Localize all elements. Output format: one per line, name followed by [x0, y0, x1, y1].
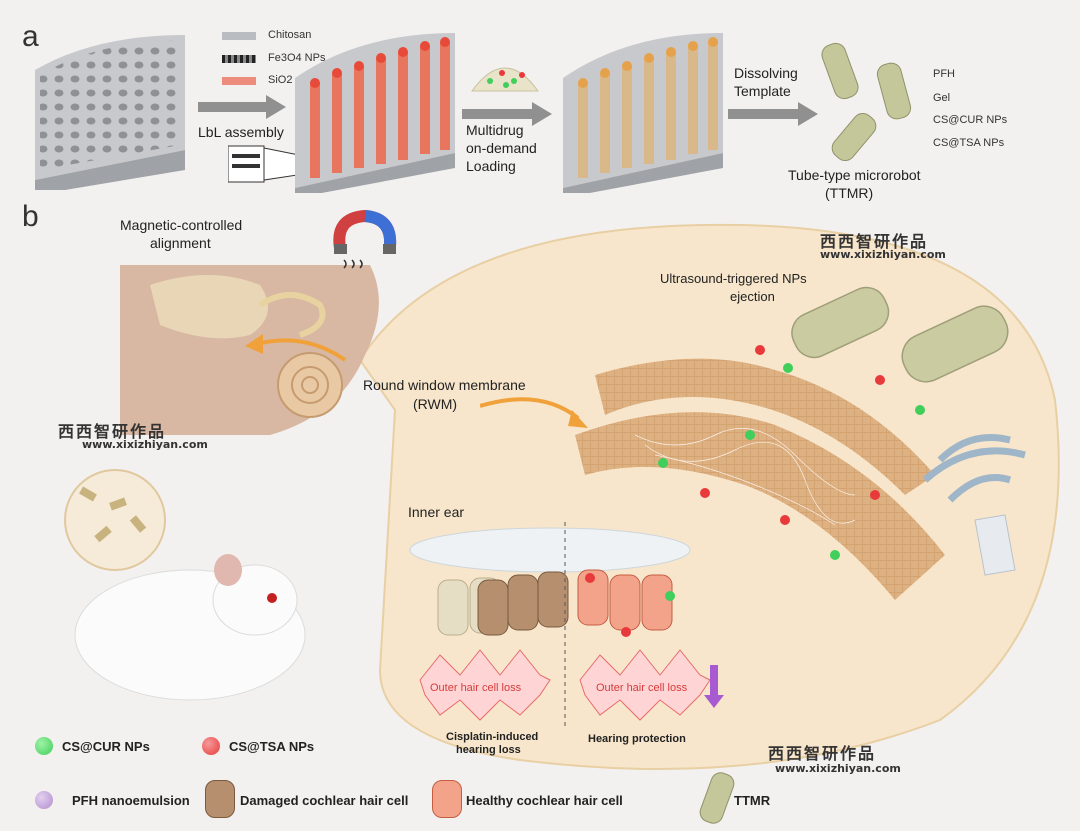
coated-pillar-block [290, 28, 460, 193]
magnetic-line-2: alignment [150, 235, 211, 251]
rwm-line-2: (RWM) [413, 396, 457, 412]
watermark-2-url: www.xixizhiyan.com [82, 438, 208, 451]
legend-healthy: Healthy cochlear hair cell [466, 793, 623, 808]
magnetic-line-1: Magnetic-controlled [120, 217, 242, 233]
cs-cur-label: CS@CUR NPs [933, 114, 1007, 126]
inner-ear-label: Inner ear [408, 504, 464, 520]
rwm-arrow-icon [480, 388, 590, 433]
watermark-3-url: www.xixizhiyan.com [775, 762, 901, 775]
fe3o4-swatch [222, 55, 256, 63]
loading-line-2: on-demand [466, 140, 537, 156]
arrow-1-icon [198, 95, 288, 119]
pfh-dot-icon [35, 791, 53, 809]
gel-label: Gel [933, 92, 950, 104]
ttmr-tubes [820, 35, 930, 165]
legend-cs-cur: CS@CUR NPs [62, 739, 150, 754]
legend-ttmr: TTMR [734, 793, 770, 808]
loss-label-right: Outer hair cell loss [596, 682, 687, 694]
guinea-pig-illustration [40, 460, 310, 710]
ear-arrow-icon [245, 330, 355, 375]
porous-template [35, 30, 195, 190]
hair-cells [400, 520, 740, 730]
dissolving-line-1: Dissolving [734, 65, 798, 81]
sio2-swatch [222, 77, 256, 85]
ttmr-caption-2: (TTMR) [825, 185, 873, 201]
sio2-label: SiO2 [268, 74, 292, 86]
ttmr-caption-1: Tube-type microrobot [788, 167, 921, 183]
cs-tsa-dot-icon [202, 737, 220, 755]
loading-line-3: Loading [466, 158, 516, 174]
loading-line-1: Multidrug [466, 122, 524, 138]
watermark-3-cn: 西西智研作品 [768, 740, 876, 764]
healthy-cell-icon [432, 780, 462, 818]
drug-droplet-icon [470, 55, 540, 95]
legend-damaged: Damaged cochlear hair cell [240, 793, 408, 808]
dissolving-line-2: Template [734, 83, 791, 99]
lbl-assembly-label: LbL assembly [198, 124, 284, 140]
legend-cs-tsa: CS@TSA NPs [229, 739, 314, 754]
cisplatin-caption-2: hearing loss [456, 744, 521, 756]
chitosan-swatch [222, 32, 256, 40]
magnet-icon [330, 208, 400, 273]
watermark-1-url: www.xixizhiyan.com [820, 248, 946, 261]
damaged-cell-icon [205, 780, 235, 818]
cisplatin-caption-1: Cisplatin-induced [446, 731, 538, 743]
ultrasound-probe-icon [900, 420, 1040, 580]
arrow-3-icon [728, 102, 820, 126]
panel-b-letter: b [22, 200, 39, 234]
loss-label-left: Outer hair cell loss [430, 682, 521, 694]
protection-caption: Hearing protection [588, 733, 686, 745]
cs-cur-dot-icon [35, 737, 53, 755]
pfh-label: PFH [933, 68, 955, 80]
cs-tsa-label: CS@TSA NPs [933, 137, 1004, 149]
legend-pfh: PFH nanoemulsion [72, 793, 190, 808]
loaded-pillar-block [558, 28, 728, 193]
